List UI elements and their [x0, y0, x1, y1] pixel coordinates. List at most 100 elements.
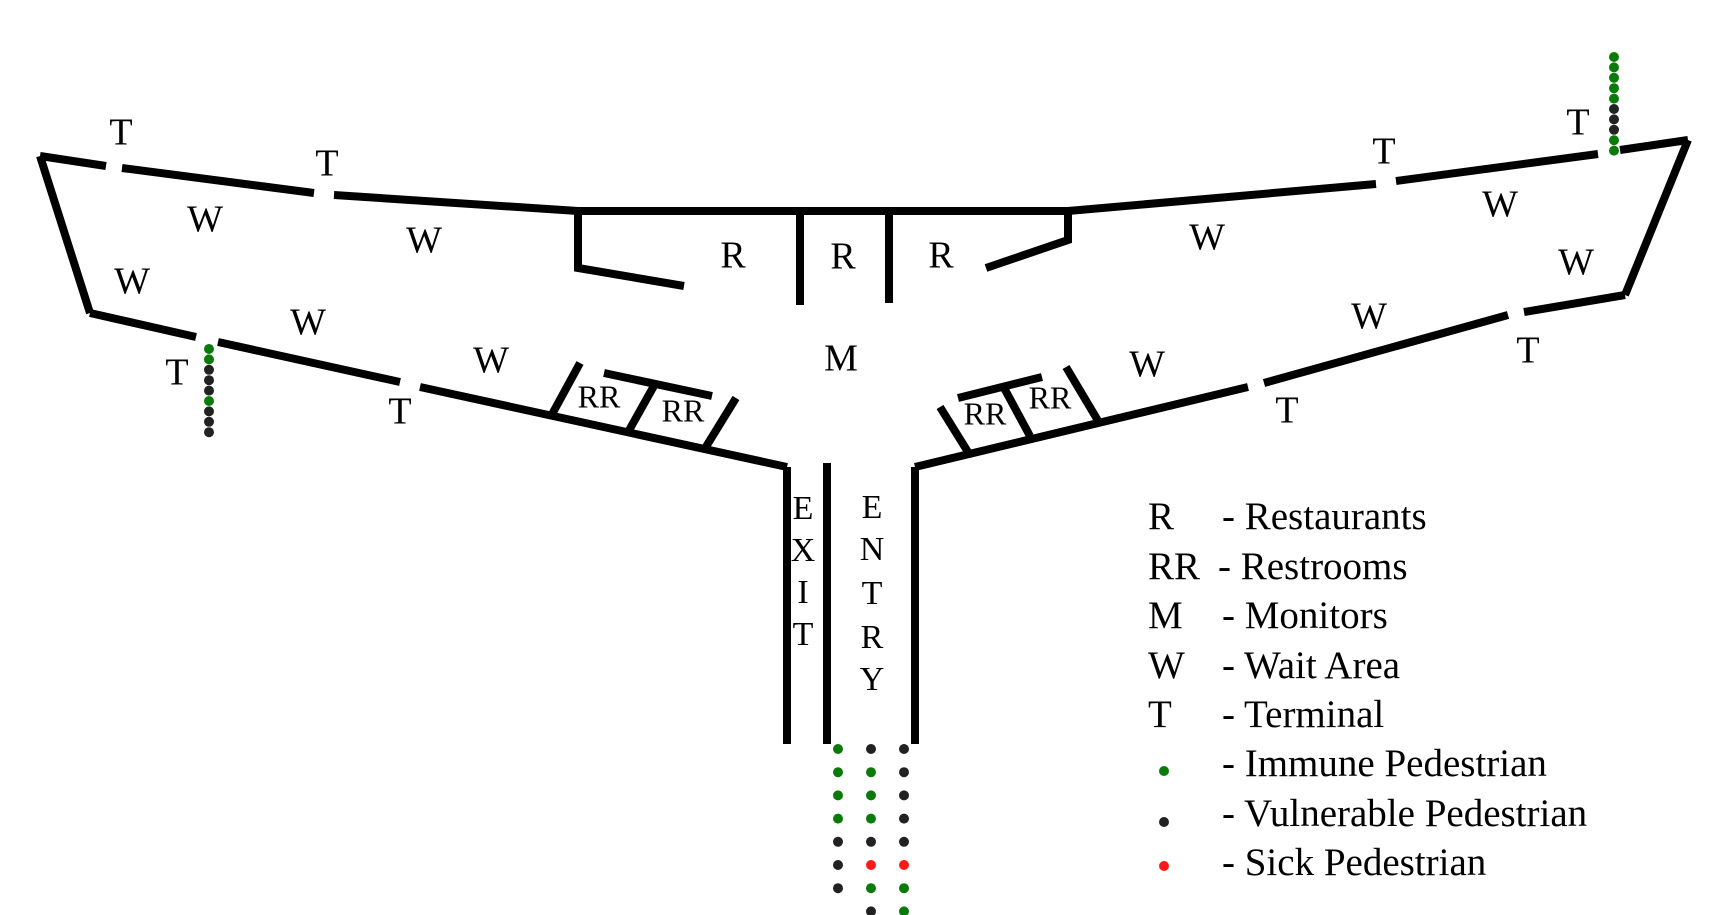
terminal-label: T	[1566, 102, 1589, 144]
immune-pedestrian-dot	[204, 354, 214, 365]
immune-pedestrian-dot	[1609, 52, 1619, 62]
legend-item: - Sick Pedestrian	[1159, 841, 1486, 884]
exit-label: E X I T	[791, 490, 816, 653]
immune-pedestrian-dot	[899, 906, 909, 915]
restaurant-label: R	[928, 235, 954, 277]
vulnerable-pedestrian-dot	[899, 744, 909, 754]
sick-pedestrian-dot	[866, 860, 876, 870]
wall-segment	[36, 154, 94, 315]
immune-pedestrian-dot	[1609, 135, 1619, 146]
entry-letter: Y	[860, 661, 885, 698]
vulnerable-pedestrian-dot	[899, 836, 909, 847]
immune-pedestrian-dot	[833, 744, 843, 754]
facility-labels: R R R M RR RR RR RR	[578, 235, 1072, 432]
terminal-label: T	[1372, 131, 1395, 173]
walls	[36, 136, 1692, 744]
restaurant-label: R	[720, 235, 746, 277]
legend-item: - Immune Pedestrian	[1159, 742, 1547, 785]
wall-segment	[39, 152, 107, 170]
wait-area-label: W	[1482, 184, 1518, 226]
immune-pedestrian-dot	[866, 883, 876, 894]
wait-area-label: W	[187, 199, 223, 241]
vulnerable-pedestrian-dot	[866, 744, 876, 754]
vulnerable-pedestrian-dot	[899, 767, 909, 778]
exit-letter: E	[793, 490, 814, 527]
vulnerable-pedestrian-dot	[204, 406, 214, 417]
wall-segment	[546, 361, 584, 420]
exit-letter: I	[797, 574, 808, 611]
vulnerable-dot-icon	[1159, 817, 1169, 827]
restroom-label: RR	[1029, 379, 1072, 415]
immune-pedestrian-dot	[866, 790, 876, 801]
wall-segment	[1067, 180, 1377, 215]
immune-pedestrian-dot	[1609, 93, 1619, 104]
exit-letter: X	[791, 532, 816, 569]
legend-text: - Restrooms	[1218, 545, 1408, 588]
legend-item: RR - Restrooms	[1148, 545, 1408, 588]
terminal-label: T	[165, 352, 188, 394]
vulnerable-pedestrian-dot	[204, 416, 214, 427]
legend-text: - Vulnerable Pedestrian	[1222, 792, 1587, 835]
wait-area-label: W	[1189, 217, 1225, 259]
monitors-label: M	[824, 338, 858, 380]
wall-segment	[89, 309, 197, 341]
legend-text: - Monitors	[1222, 594, 1388, 637]
vulnerable-pedestrian-dot	[1609, 124, 1619, 135]
immune-pedestrian-dot	[1609, 83, 1619, 94]
immune-pedestrian-dot	[204, 344, 214, 354]
legend: R - Restaurants RR - Restrooms M - Monit…	[1148, 495, 1587, 884]
vulnerable-pedestrian-dot	[866, 836, 876, 847]
terminal-label: T	[315, 143, 338, 185]
legend-text: - Sick Pedestrian	[1222, 841, 1486, 884]
legend-item: R - Restaurants	[1148, 495, 1427, 538]
wall-segment	[1262, 311, 1510, 387]
wall-segment	[603, 369, 713, 400]
wall-segment	[1621, 138, 1692, 297]
restaurant-label: R	[830, 236, 856, 278]
vulnerable-pedestrian-dot	[833, 860, 843, 870]
terminal-label: T	[1516, 330, 1539, 372]
restroom-label: RR	[662, 392, 705, 428]
wall-segment	[574, 211, 685, 290]
legend-item: T - Terminal	[1148, 693, 1384, 736]
vulnerable-pedestrian-dot	[204, 364, 214, 375]
vulnerable-pedestrian-dot	[204, 385, 214, 396]
immune-pedestrian-dot	[204, 396, 214, 406]
wall-segment	[333, 191, 579, 215]
immune-pedestrian-dot	[833, 767, 843, 778]
legend-text: - Terminal	[1222, 693, 1384, 736]
legend-key: M	[1148, 594, 1183, 637]
vulnerable-pedestrian-dot	[1609, 114, 1619, 125]
sick-dot-icon	[1159, 861, 1169, 871]
wall-segment	[1395, 150, 1599, 185]
entry-letter: T	[862, 575, 883, 612]
restroom-label: RR	[964, 395, 1007, 431]
vulnerable-pedestrian-dot	[899, 790, 909, 801]
immune-pedestrian-dot	[833, 790, 843, 801]
vulnerable-pedestrian-dot	[1609, 104, 1619, 114]
legend-text: - Immune Pedestrian	[1222, 742, 1547, 785]
wait-area-label: W	[473, 340, 509, 382]
terminal-labels: T T T T T T T T	[109, 102, 1589, 433]
wall-segment	[999, 384, 1034, 438]
wall-segment	[1523, 291, 1626, 316]
legend-item: - Vulnerable Pedestrian	[1159, 792, 1587, 835]
vulnerable-pedestrian-dot	[833, 883, 843, 894]
vulnerable-pedestrian-dot	[833, 836, 843, 847]
immune-pedestrian-dot	[866, 767, 876, 778]
legend-key: R	[1148, 495, 1174, 538]
restroom-label: RR	[578, 378, 621, 414]
wall-segment	[984, 211, 1072, 272]
wall-segment	[623, 382, 659, 436]
wall-segment	[121, 164, 315, 197]
wall-segment	[957, 373, 1043, 402]
legend-key: RR	[1148, 545, 1200, 588]
wall-segment	[1062, 364, 1104, 427]
wall-segment	[1619, 136, 1689, 154]
immune-pedestrian-dot	[1609, 62, 1619, 73]
wait-area-label: W	[1351, 296, 1387, 338]
terminal-label: T	[1275, 390, 1298, 432]
legend-item: M - Monitors	[1148, 594, 1388, 637]
wait-area-label: W	[114, 261, 150, 303]
wait-area-label: W	[1129, 344, 1165, 386]
